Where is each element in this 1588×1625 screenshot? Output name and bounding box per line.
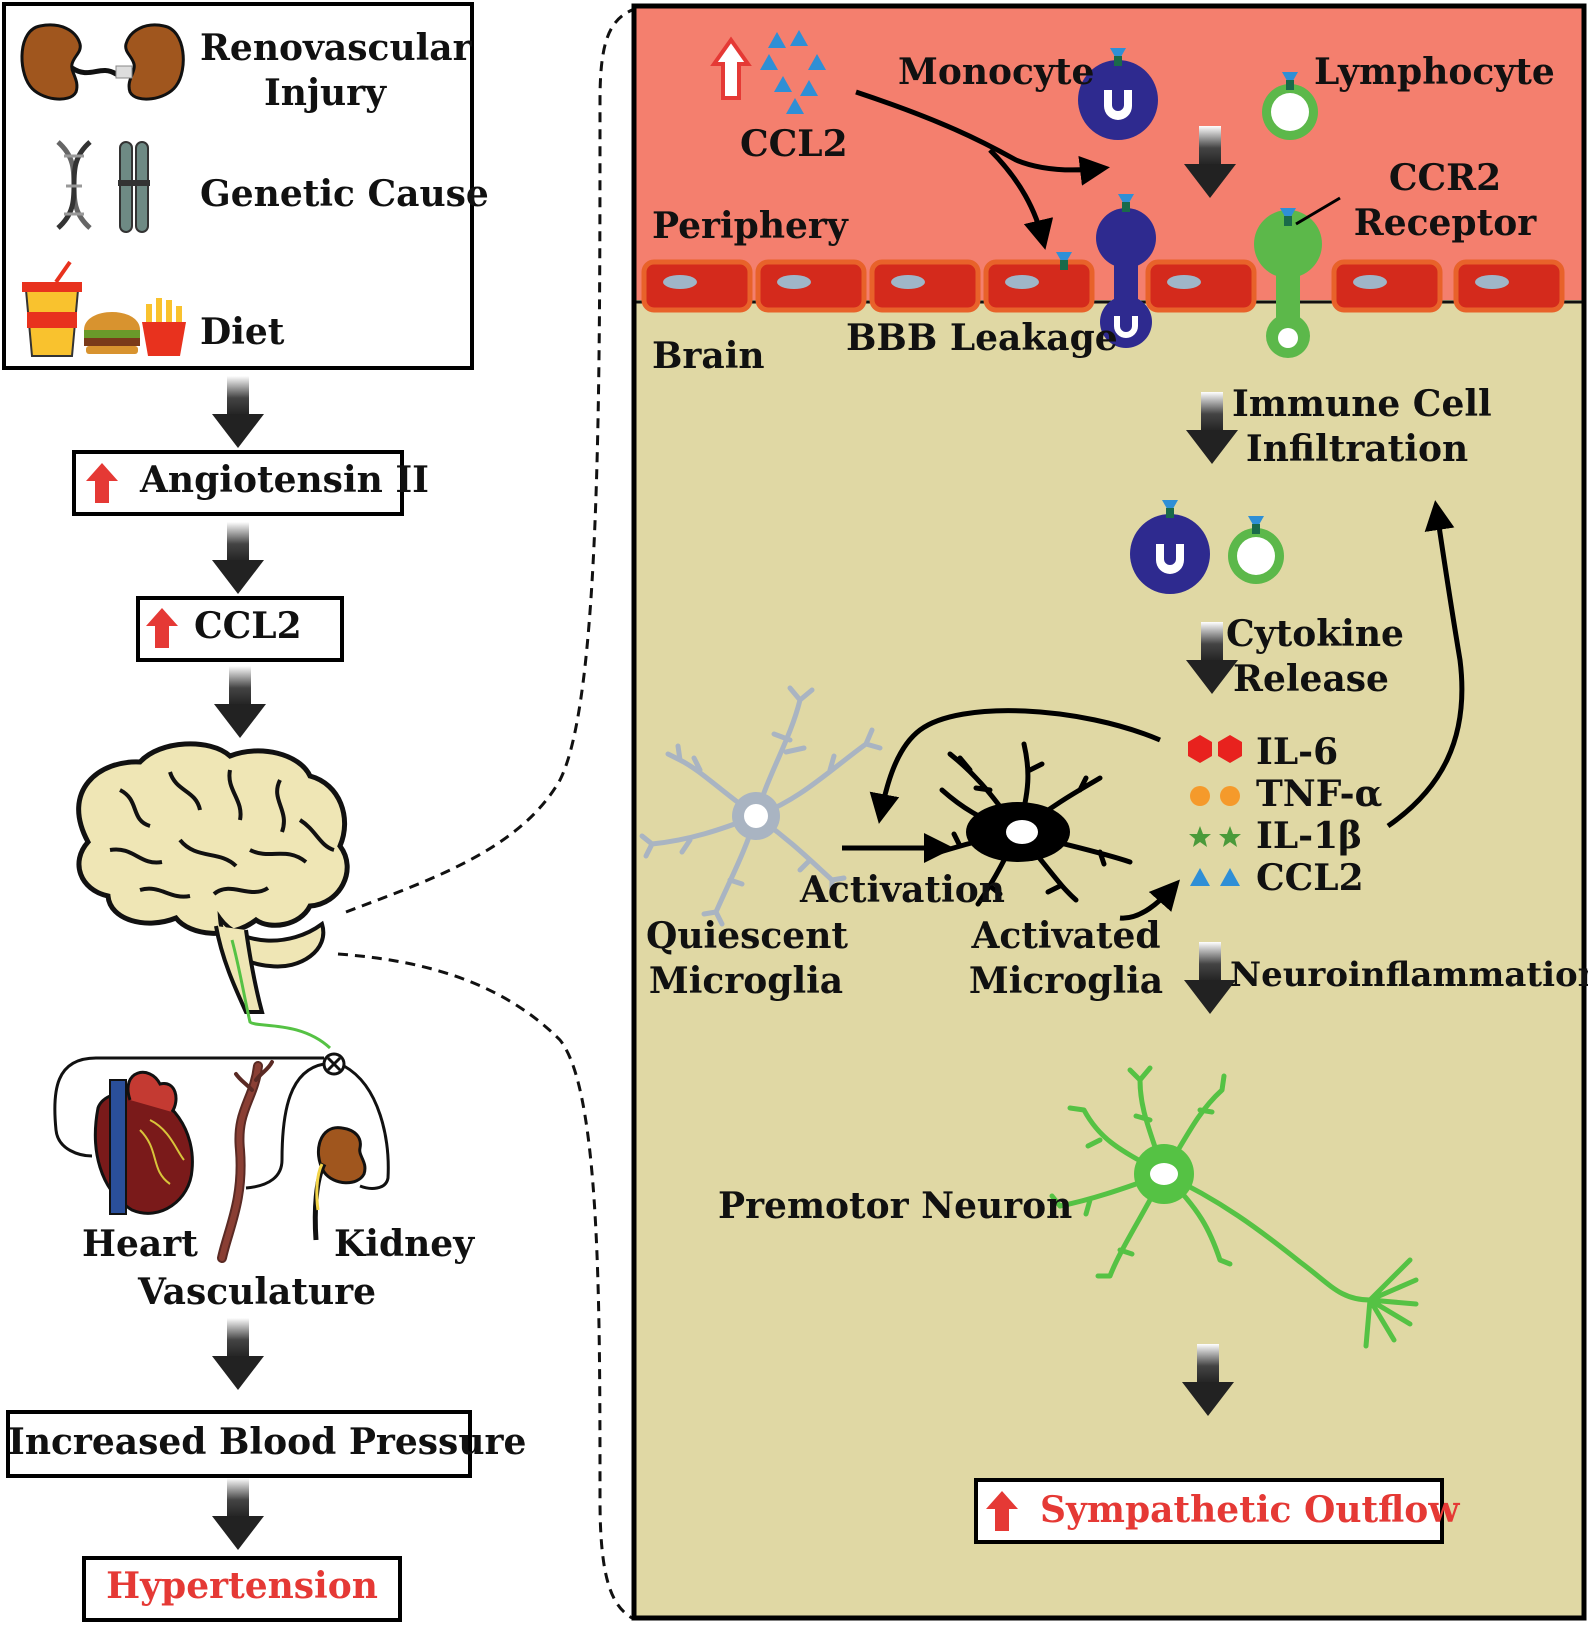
ccl2-box bbox=[136, 596, 344, 662]
vasculature-label: Vasculature bbox=[138, 1271, 376, 1313]
ccr2-line-1: CCR2 bbox=[1388, 157, 1502, 199]
soda-cup-icon bbox=[22, 260, 82, 357]
heart-label: Heart bbox=[82, 1223, 198, 1265]
right-panel-border bbox=[631, 3, 1587, 1621]
cytokine-to-infiltration-arrow bbox=[1386, 500, 1465, 829]
sympathetic-nerves bbox=[53, 1052, 390, 1190]
immune-line-2: Infiltration bbox=[1245, 428, 1469, 470]
down-arrow-2 bbox=[212, 522, 264, 594]
angiotensin-box bbox=[72, 450, 404, 516]
activated-microglia-label: Activated Microglia bbox=[966, 914, 1166, 1004]
blood-pressure-box bbox=[6, 1410, 472, 1478]
cytokine-to-microglia-arrow bbox=[869, 708, 1161, 824]
immune-infiltration-label: Immune Cell Infiltration bbox=[1232, 382, 1492, 472]
down-arrow-4 bbox=[212, 1318, 264, 1390]
cytokine-release-label: Cytokine Release bbox=[1226, 612, 1404, 702]
ccl2-cytokine-label: CCL2 bbox=[1256, 857, 1364, 899]
quiescent-line-1: Quiescent bbox=[646, 915, 849, 957]
chromosome-icon bbox=[118, 141, 150, 233]
renovascular-line-1: Renovascular bbox=[200, 27, 472, 69]
lymphocyte-cell bbox=[1262, 84, 1318, 140]
cytokine-line-1: Cytokine bbox=[1226, 613, 1404, 655]
transmigrating-lymphocyte bbox=[1254, 210, 1322, 358]
cytokine-line-2: Release bbox=[1233, 658, 1389, 700]
lymphocyte-label: Lymphocyte bbox=[1314, 51, 1555, 93]
sympathetic-box bbox=[974, 1478, 1444, 1544]
quiescent-microglia-nucleus bbox=[744, 804, 768, 828]
bbb-leakage-label: BBB Leakage bbox=[846, 317, 1118, 359]
il1b-label: IL-1β bbox=[1256, 815, 1363, 857]
dna-icon bbox=[56, 140, 92, 230]
neuroinflammation-label: Neuroinflammation bbox=[1230, 955, 1588, 995]
kidneys-icon bbox=[20, 23, 185, 101]
ccr2-receptor-label: CCR2 Receptor bbox=[1340, 156, 1550, 246]
quiescent-microglia bbox=[639, 685, 883, 927]
ccl2-left-label: CCL2 bbox=[194, 605, 302, 647]
heart-icon bbox=[93, 1070, 194, 1215]
genetic-cause-label: Genetic Cause bbox=[200, 173, 489, 215]
transmigrating-monocyte bbox=[1096, 208, 1156, 348]
down-arrow-5 bbox=[212, 1478, 264, 1550]
periphery-label: Periphery bbox=[652, 205, 848, 247]
burger-icon bbox=[84, 312, 140, 354]
brain-icon bbox=[76, 741, 350, 1050]
hypertension-box bbox=[82, 1556, 402, 1622]
monocyte-label: Monocyte bbox=[898, 51, 1095, 93]
fries-icon bbox=[142, 298, 186, 356]
microglia-to-cytokine-arrow bbox=[1119, 879, 1180, 921]
sympathetic-outflow-label: Sympathetic Outflow bbox=[1040, 1489, 1460, 1531]
renovascular-line-2: Injury bbox=[263, 72, 387, 114]
activation-label: Activation bbox=[800, 869, 1005, 911]
dashed-connector-top bbox=[345, 8, 633, 914]
il6-icon bbox=[1188, 735, 1242, 763]
il1b-icon bbox=[1189, 826, 1241, 847]
activated-line-1: Activated bbox=[971, 915, 1161, 957]
down-arrow-1 bbox=[212, 376, 264, 448]
ccr2-line-2: Receptor bbox=[1353, 202, 1537, 244]
ccl2-to-monocyte-arrow bbox=[855, 89, 1110, 186]
diet-label: Diet bbox=[200, 311, 285, 353]
premotor-neuron-label: Premotor Neuron bbox=[718, 1185, 1073, 1227]
ccr2-pointer-line bbox=[1295, 196, 1341, 226]
activated-line-2: Microglia bbox=[968, 960, 1164, 1002]
kidney-label: Kidney bbox=[334, 1223, 475, 1265]
brain-label: Brain bbox=[652, 335, 765, 377]
ccl2-to-bbb-arrow bbox=[988, 148, 1054, 250]
activated-microglia-nucleus bbox=[1006, 820, 1038, 844]
down-arrow-3 bbox=[214, 666, 266, 738]
up-arrow-outline-icon bbox=[710, 36, 752, 100]
ccl2-cytokine-icon bbox=[1190, 868, 1240, 886]
monocyte-cell bbox=[1130, 514, 1210, 594]
ccl2-triangles bbox=[760, 30, 826, 114]
ccl2-periphery-label: CCL2 bbox=[740, 123, 848, 165]
tnf-icon bbox=[1190, 786, 1240, 806]
vasculature-icon bbox=[217, 1060, 274, 1263]
quiescent-microglia-label: Quiescent Microglia bbox=[646, 914, 849, 1004]
dashed-connector-bottom bbox=[337, 952, 633, 1620]
immune-line-1: Immune Cell bbox=[1232, 383, 1492, 425]
quiescent-line-2: Microglia bbox=[648, 960, 844, 1002]
il6-label: IL-6 bbox=[1256, 731, 1339, 773]
premotor-neuron-nucleus bbox=[1150, 1163, 1178, 1185]
premotor-neuron bbox=[1049, 1065, 1419, 1349]
blood-pressure-label: Increased Blood Pressure bbox=[8, 1421, 527, 1463]
kidney-icon bbox=[312, 1126, 367, 1241]
hypertension-label: Hypertension bbox=[106, 1565, 378, 1607]
lymphocyte-cell bbox=[1228, 528, 1284, 584]
angiotensin-label: Angiotensin II bbox=[140, 459, 430, 501]
renovascular-label: Renovascular Injury bbox=[200, 26, 472, 116]
tnf-label: TNF-α bbox=[1256, 773, 1383, 815]
